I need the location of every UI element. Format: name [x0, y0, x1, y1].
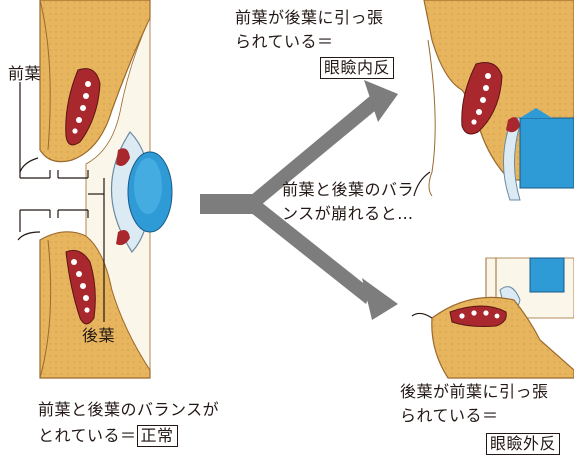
ectropion-term: 眼瞼外反 — [486, 432, 560, 455]
posterior-lamella-label: 後葉 — [82, 324, 115, 347]
entropion-term: 眼瞼内反 — [320, 56, 394, 79]
entropion-term-box: 眼瞼内反 — [320, 57, 394, 79]
ectropion-term-box: 眼瞼外反 — [486, 433, 560, 455]
normal-caption-line2-text: とれている＝ — [38, 426, 137, 445]
imbalance-caption-line1: 前葉と後葉のバラ — [282, 178, 414, 201]
entropion-iris — [520, 118, 574, 188]
normal-term-box: 正常 — [137, 425, 178, 447]
ectropion-caption-line2: られている＝ — [400, 404, 499, 427]
anterior-lamella-label: 前葉 — [8, 62, 41, 85]
entropion-caption-line2: られている＝ — [235, 30, 334, 53]
ectropion-caption-line1: 後葉が前葉に引っ張 — [400, 380, 549, 403]
entropion-caption-line1: 前葉が後葉に引っ張 — [235, 6, 384, 29]
normal-caption-line2: とれている＝正常 — [38, 424, 178, 447]
ectropion-iris — [530, 258, 564, 292]
entropion-figure — [414, 0, 574, 200]
normal-caption-line1: 前葉と後葉のバランスが — [38, 398, 219, 421]
ectropion-figure — [412, 258, 574, 378]
normal-eye-figure — [18, 0, 172, 378]
imbalance-caption-line2: ンスが崩れると… — [282, 202, 414, 225]
